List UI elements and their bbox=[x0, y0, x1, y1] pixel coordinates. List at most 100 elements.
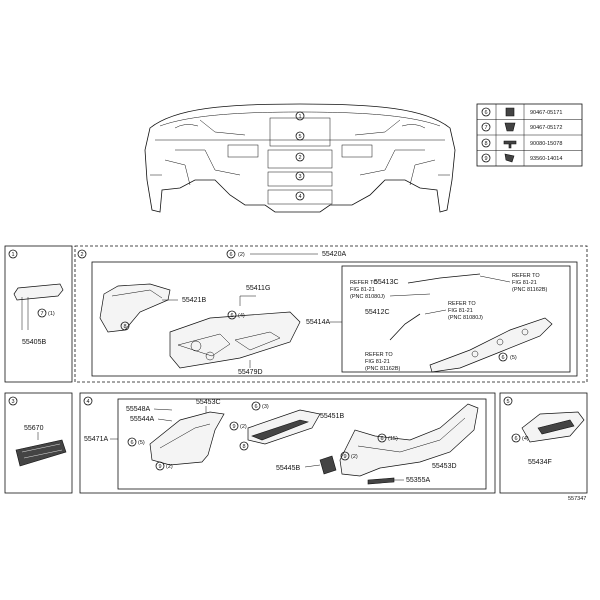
svg-text:(15): (15) bbox=[388, 436, 398, 442]
svg-text:(1): (1) bbox=[48, 311, 55, 317]
part-label-55413c: 55413C bbox=[374, 279, 399, 286]
svg-text:(2): (2) bbox=[240, 424, 247, 430]
svg-text:(2): (2) bbox=[351, 454, 358, 460]
panel-1: 1 7 (1) 55405B bbox=[4, 245, 73, 383]
screw-icon bbox=[504, 153, 515, 163]
overview-callout-4: 4 bbox=[295, 191, 305, 201]
svg-text:7: 7 bbox=[485, 125, 488, 131]
svg-text:4: 4 bbox=[87, 399, 90, 405]
svg-text:5: 5 bbox=[507, 399, 510, 405]
part-label-55479d: 55479D bbox=[238, 369, 263, 376]
panel-2: 2 6 (2) 55420A 8 55421B 6 (4) 55411G 554… bbox=[74, 245, 588, 383]
dashboard-overview: 1 2 3 4 5 bbox=[144, 103, 456, 213]
part-label-55411g: 55411G bbox=[246, 285, 270, 292]
legend-row-9: 9 93560-14014 bbox=[481, 153, 562, 163]
part-label-55544a: 55544A bbox=[130, 416, 154, 423]
svg-text:FIG 81-21: FIG 81-21 bbox=[448, 308, 473, 314]
legend-row-8: 8 90080-15078 bbox=[481, 138, 562, 149]
part-55453c-shape bbox=[149, 411, 225, 466]
svg-text:6: 6 bbox=[381, 436, 384, 442]
part-label-55420a: 55420A bbox=[322, 251, 346, 258]
svg-text:(PNC 81162B): (PNC 81162B) bbox=[365, 366, 401, 372]
svg-text:FIG 81-21: FIG 81-21 bbox=[365, 359, 390, 365]
legend-row-7: 7 90467-05172 bbox=[481, 122, 562, 132]
legend-row-6: 6 90467-05171 bbox=[481, 107, 562, 117]
svg-text:6: 6 bbox=[485, 110, 488, 116]
svg-text:7: 7 bbox=[41, 311, 44, 317]
clip-icon bbox=[504, 122, 516, 132]
figure-id: 557347 bbox=[568, 496, 586, 502]
svg-text:FIG 81-21: FIG 81-21 bbox=[350, 287, 375, 293]
part-label-55414a: 55414A bbox=[306, 319, 330, 326]
part-55670-shape bbox=[15, 439, 67, 467]
svg-text:90467-05171: 90467-05171 bbox=[530, 110, 562, 116]
svg-text:(4): (4) bbox=[238, 313, 245, 319]
part-55355a-shape bbox=[367, 477, 395, 485]
part-55421b-shape bbox=[99, 283, 171, 333]
overview-callout-2: 2 bbox=[295, 152, 305, 162]
part-label-55421b: 55421B bbox=[182, 297, 206, 304]
svg-text:(4): (4) bbox=[522, 436, 529, 442]
overview-callout-5: 5 bbox=[295, 131, 305, 141]
svg-text:REFER TO: REFER TO bbox=[350, 280, 378, 286]
part-55445b-shape bbox=[319, 455, 337, 475]
svg-text:9: 9 bbox=[233, 424, 236, 430]
svg-text:6: 6 bbox=[502, 355, 505, 361]
svg-text:8: 8 bbox=[485, 141, 488, 147]
svg-text:2: 2 bbox=[81, 252, 84, 258]
svg-text:(2): (2) bbox=[238, 252, 245, 258]
svg-text:REFER TO: REFER TO bbox=[448, 301, 476, 307]
part-label-55405b: 55405B bbox=[22, 339, 46, 346]
svg-text:(5): (5) bbox=[138, 440, 145, 446]
svg-text:(5): (5) bbox=[510, 355, 517, 361]
part-label-55548a: 55548A bbox=[126, 406, 150, 413]
clip-icon bbox=[505, 107, 515, 117]
svg-text:1: 1 bbox=[299, 114, 302, 120]
part-label-55434f: 55434F bbox=[528, 459, 552, 466]
svg-text:REFER TO: REFER TO bbox=[365, 352, 393, 358]
svg-text:(3): (3) bbox=[262, 404, 269, 410]
svg-text:8: 8 bbox=[124, 324, 127, 330]
svg-text:5: 5 bbox=[299, 134, 302, 140]
part-label-55670: 55670 bbox=[24, 425, 44, 432]
part-label-55453c: 55453C bbox=[196, 399, 221, 406]
panel-4: 4 55471A 55548A 55544A 55453C 6 (5) 9 (2… bbox=[79, 392, 496, 494]
svg-text:3: 3 bbox=[299, 174, 302, 180]
panel-5: 5 6 (4) 55434F bbox=[499, 392, 588, 494]
panel-3: 3 55670 bbox=[4, 392, 73, 494]
svg-text:6: 6 bbox=[131, 440, 134, 446]
svg-text:6: 6 bbox=[230, 252, 233, 258]
svg-text:(PNC 81080J): (PNC 81080J) bbox=[350, 294, 385, 300]
reference-inset: 55413C REFER TO FIG 81-21 (PNC 81080J) R… bbox=[341, 265, 571, 373]
part-label-55453d: 55453D bbox=[432, 463, 457, 470]
svg-text:9: 9 bbox=[485, 156, 488, 162]
part-55414a-shape bbox=[429, 317, 553, 373]
svg-text:6: 6 bbox=[515, 436, 518, 442]
svg-text:93560-14014: 93560-14014 bbox=[530, 156, 562, 162]
svg-text:4: 4 bbox=[299, 194, 302, 200]
svg-text:2: 2 bbox=[299, 155, 302, 161]
svg-text:90080-15078: 90080-15078 bbox=[530, 141, 562, 147]
svg-text:REFER TO: REFER TO bbox=[512, 273, 540, 279]
svg-text:6: 6 bbox=[255, 404, 258, 410]
svg-text:90467-05172: 90467-05172 bbox=[530, 125, 562, 131]
screw-icon bbox=[503, 140, 517, 149]
overview-callout-3: 3 bbox=[295, 171, 305, 181]
svg-text:6: 6 bbox=[231, 313, 234, 319]
part-55405b-shape bbox=[13, 283, 64, 301]
svg-text:9: 9 bbox=[344, 454, 347, 460]
overview-callout-1: 1 bbox=[295, 111, 305, 121]
part-label-55451b: 55451B bbox=[320, 413, 344, 420]
fastener-legend: 6 90467-05171 7 90467-05172 8 90080-1507… bbox=[476, 103, 583, 167]
svg-text:1: 1 bbox=[12, 252, 15, 258]
svg-text:9: 9 bbox=[159, 464, 162, 470]
part-55453d-shape bbox=[339, 403, 479, 477]
svg-text:(PNC 81162B): (PNC 81162B) bbox=[512, 287, 548, 293]
part-label-55445b: 55445B bbox=[276, 465, 300, 472]
svg-text:(PNC 81080J): (PNC 81080J) bbox=[448, 315, 483, 321]
part-label-55471a: 55471A bbox=[84, 436, 108, 443]
svg-text:8: 8 bbox=[243, 444, 246, 450]
svg-text:FIG 81-21: FIG 81-21 bbox=[512, 280, 537, 286]
part-label-55412c: 55412C bbox=[365, 309, 390, 316]
